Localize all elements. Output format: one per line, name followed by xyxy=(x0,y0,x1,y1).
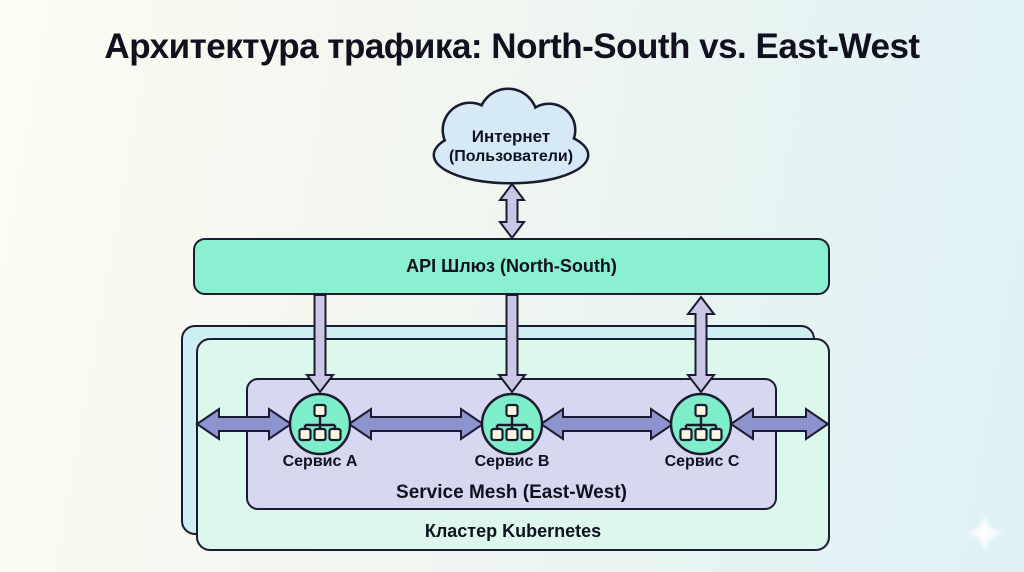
internet-cloud-label-line1: Интернет xyxy=(471,127,551,146)
kubernetes-cluster-label: Кластер Kubernetes xyxy=(424,521,602,541)
service-b-label: Сервис B xyxy=(474,453,550,470)
service-mesh-label: Service Mesh (East-West) xyxy=(396,482,627,503)
sparkle-icon xyxy=(964,512,1006,554)
page-title: Архитектура трафика: North-South vs. Eas… xyxy=(104,27,920,66)
api-gateway-box: API Шлюз (North-South) xyxy=(193,238,830,295)
internet-cloud-label: Интернет (Пользователи) xyxy=(411,127,611,167)
service-a-label: Сервис A xyxy=(282,453,358,470)
north-south-arrow-cloud-gateway xyxy=(498,182,526,240)
api-gateway-label: API Шлюз (North-South) xyxy=(406,256,617,276)
internet-cloud-label-line2: (Пользователи) xyxy=(448,148,574,165)
service-c-label: Сервис C xyxy=(664,453,740,470)
